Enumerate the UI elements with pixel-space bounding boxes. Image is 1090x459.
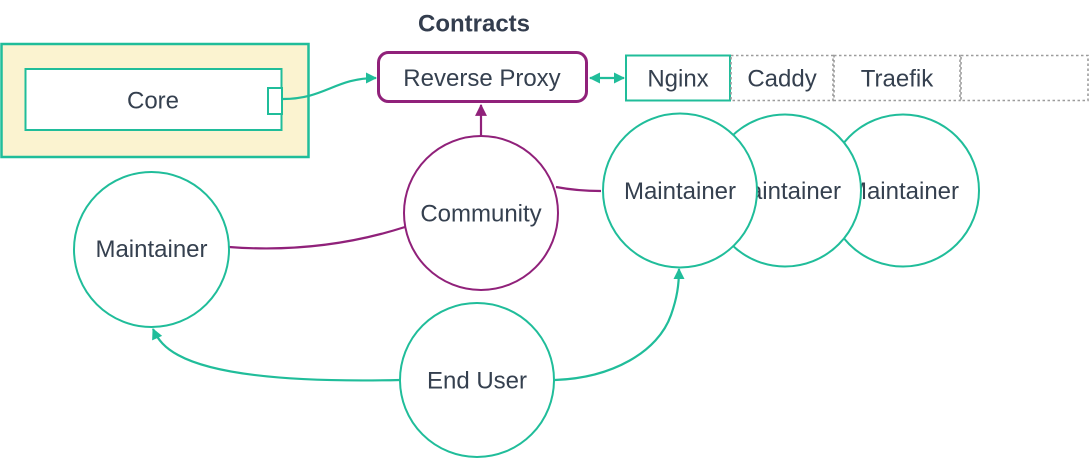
maintainer-stack-circle-1 <box>602 112 758 269</box>
grid-cell-traefik-label: Traefik <box>861 65 934 92</box>
grid-cell-empty <box>960 54 1089 102</box>
grid-cell-caddy-label: Caddy <box>747 65 816 92</box>
maintainer-label: Maintainer <box>95 236 207 263</box>
diagram-title: Contracts <box>418 10 530 37</box>
end-user-node <box>399 302 555 458</box>
edge-community-to-maintainer-left <box>228 225 406 250</box>
grid-cell-nginx-label: Nginx <box>647 65 708 92</box>
end-user-label: End User <box>427 367 527 394</box>
grid-cell-caddy <box>730 54 834 102</box>
core-node <box>24 68 283 131</box>
core-port <box>267 87 283 115</box>
edge-end-user-to-maintainer-right <box>554 268 685 382</box>
reverse-proxy-node <box>377 51 588 103</box>
edge-end-user-to-maintainer-left <box>151 328 401 382</box>
maintainer-stack-label-3: Maintainer <box>847 178 959 205</box>
edge-community-to-maintainer-right <box>555 185 602 193</box>
maintainer-node <box>73 171 230 328</box>
grid-cell-nginx <box>625 54 731 102</box>
edge-core-to-reverse-proxy <box>282 72 377 101</box>
community-label: Community <box>420 200 541 227</box>
core-label: Core <box>127 87 179 114</box>
grid-cell-traefik <box>833 54 961 102</box>
reverse-proxy-label: Reverse Proxy <box>403 65 560 92</box>
community-node <box>403 135 559 291</box>
maintainer-stack-label-1: Maintainer <box>624 178 736 205</box>
